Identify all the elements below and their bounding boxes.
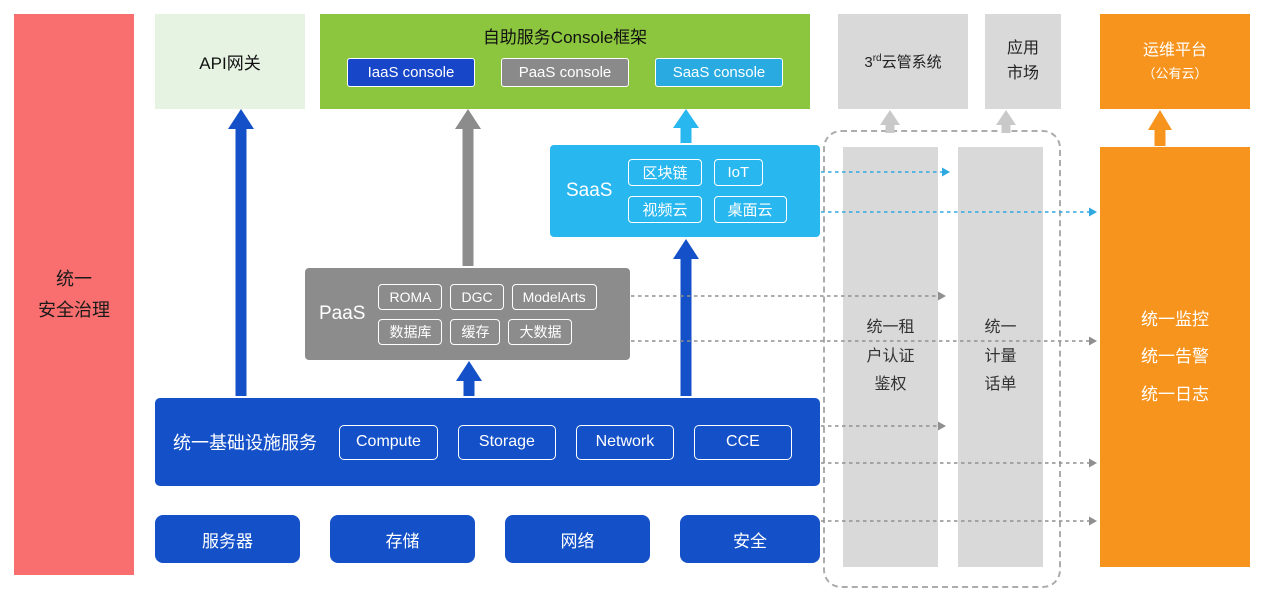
arrow-infra-to-api-gateway [228, 109, 254, 396]
metering-line2: 计量 [984, 347, 1017, 365]
saas-item-desktop-cloud: 桌面云 [713, 196, 787, 223]
saas-item-video-cloud: 视频云 [628, 196, 702, 223]
infrastructure-layer-box: 统一基础设施服务 Compute Storage Network CCE [155, 398, 820, 486]
om-platform-line2: （公有云） [1142, 65, 1208, 81]
monitoring-line3: 统一日志 [1141, 384, 1209, 404]
api-gateway-box: API网关 [155, 14, 305, 109]
infra-item-cce: CCE [693, 424, 792, 460]
paas-layer-box: PaaS ROMA DGC ModelArts 数据库 缓存 大数据 [305, 268, 630, 360]
infrastructure-label: 统一基础设施服务 [173, 433, 317, 453]
tenant-auth-line3: 鉴权 [874, 376, 907, 394]
third-party-suffix: 云管系统 [881, 54, 942, 71]
monitoring-line2: 统一告警 [1141, 347, 1209, 367]
third-party-superscript: rd [872, 53, 882, 64]
arrow-monitoring-to-om-platform [1148, 110, 1172, 146]
saas-item-grid: 区块链 IoT 视频云 桌面云 [628, 159, 787, 223]
third-party-cloud-label: 3rd云管系统 [864, 51, 941, 72]
tenant-auth-bar: 统一租 户认证 鉴权 [843, 147, 938, 567]
paas-item-bigdata: 大数据 [508, 318, 573, 345]
paas-item-roma: ROMA [378, 283, 443, 310]
metering-line3: 话单 [984, 376, 1017, 394]
api-gateway-label: API网关 [199, 54, 261, 73]
saas-console-chip: SaaS console [655, 58, 783, 87]
saas-item-row2: 视频云 桌面云 [628, 196, 787, 223]
third-party-prefix: 3 [864, 54, 873, 71]
paas-item-dgc: DGC [450, 283, 504, 310]
infra-item-network: Network [575, 424, 674, 460]
monitoring-box: 统一监控 统一告警 统一日志 [1100, 147, 1250, 567]
saas-layer-label: SaaS [566, 180, 613, 201]
metering-billing-bar: 统一 计量 话单 [958, 147, 1043, 567]
hardware-network-box: 网络 [505, 515, 650, 563]
security-governance-bar: 统一 安全治理 [14, 14, 134, 575]
arrow-infra-to-paas [456, 361, 482, 396]
shared-services-dashed-container [823, 130, 1061, 588]
hardware-security-box: 安全 [680, 515, 820, 563]
paas-layer-label: PaaS [319, 303, 366, 324]
monitoring-line1: 统一监控 [1141, 309, 1209, 329]
console-framework-box: 自助服务Console框架 IaaS console PaaS console … [320, 14, 810, 109]
saas-layer-box: SaaS 区块链 IoT 视频云 桌面云 [550, 145, 820, 237]
paas-item-cache: 缓存 [450, 318, 501, 345]
infra-item-compute: Compute [339, 424, 438, 460]
saas-item-blockchain: 区块链 [628, 159, 702, 186]
hardware-server-box: 服务器 [155, 515, 300, 563]
arrow-infra-to-saas [673, 239, 699, 396]
paas-item-modelarts: ModelArts [511, 283, 597, 310]
tenant-auth-line1: 统一租 [866, 318, 915, 336]
om-platform-box: 运维平台 （公有云） [1100, 14, 1250, 109]
paas-item-database: 数据库 [378, 318, 443, 345]
paas-item-row2: 数据库 缓存 大数据 [378, 318, 596, 345]
arrow-saas-to-console [673, 109, 699, 143]
om-platform-line1: 运维平台 [1142, 42, 1207, 60]
app-market-box: 应用 市场 [985, 14, 1061, 109]
security-governance-line2: 安全治理 [38, 299, 110, 320]
paas-item-grid: ROMA DGC ModelArts 数据库 缓存 大数据 [378, 283, 597, 345]
saas-item-iot: IoT [713, 159, 764, 186]
app-market-line2: 市场 [1006, 64, 1039, 82]
arrow-paas-to-console [455, 109, 481, 266]
tenant-auth-line2: 户认证 [866, 347, 915, 365]
paas-console-chip: PaaS console [501, 58, 629, 87]
console-chip-row: IaaS console PaaS console SaaS console [347, 58, 783, 87]
iaas-console-chip: IaaS console [347, 58, 475, 87]
saas-item-row1: 区块链 IoT [628, 159, 786, 186]
hardware-storage-box: 存储 [330, 515, 475, 563]
console-framework-title: 自助服务Console框架 [482, 28, 648, 47]
metering-line1: 统一 [984, 318, 1017, 336]
app-market-line1: 应用 [1006, 39, 1039, 57]
infra-item-storage: Storage [457, 424, 556, 460]
paas-item-row1: ROMA DGC ModelArts [378, 283, 597, 310]
infrastructure-item-row: Compute Storage Network CCE [339, 424, 792, 460]
security-governance-line1: 统一 [56, 268, 92, 289]
third-party-cloud-box: 3rd云管系统 [838, 14, 968, 109]
